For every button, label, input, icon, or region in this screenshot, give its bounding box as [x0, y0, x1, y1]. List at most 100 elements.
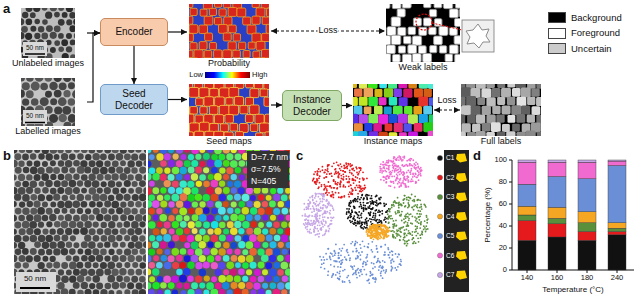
particle [521, 105, 530, 114]
scatter-dot [345, 175, 347, 177]
scatter-dot [407, 186, 409, 188]
scatter-dot [338, 165, 340, 167]
scatter-dot [328, 228, 330, 230]
particle [66, 242, 72, 248]
particle [289, 289, 290, 294]
particle [96, 282, 103, 289]
particle [218, 275, 226, 283]
particle [77, 166, 85, 174]
scatter-dot [388, 165, 390, 167]
scatter-dot [415, 181, 417, 183]
particle [61, 153, 68, 160]
particle [143, 174, 146, 180]
particle [96, 150, 102, 153]
particle [423, 53, 432, 62]
particle [403, 89, 412, 98]
particle [100, 249, 107, 256]
particle [262, 269, 268, 275]
particle [242, 235, 249, 242]
particle [250, 105, 260, 115]
particle [215, 255, 221, 261]
scatter-dot [325, 176, 327, 178]
scatter-dot [347, 163, 349, 165]
scatter-dot [393, 166, 395, 168]
particle [265, 207, 273, 215]
particle [84, 180, 91, 187]
particle [187, 276, 193, 282]
particle [184, 228, 190, 234]
scatter-dot [392, 166, 394, 168]
scatter-dot [401, 164, 403, 166]
particle [238, 255, 245, 262]
particle [285, 282, 290, 289]
particle [127, 228, 134, 235]
scatter-dot [303, 203, 305, 205]
scatter-dot [336, 161, 338, 163]
particle [77, 180, 83, 186]
particle [288, 221, 290, 228]
particle [486, 84, 495, 88]
particle [183, 268, 191, 276]
particle [72, 106, 75, 113]
particle [120, 282, 127, 289]
scatter-cluster [302, 193, 335, 238]
particle [527, 114, 535, 122]
particle [449, 9, 458, 18]
scatter-dot [309, 202, 311, 204]
scatter-dot [358, 217, 360, 219]
particle [45, 78, 52, 82]
particle [289, 180, 290, 186]
scatter-dot [385, 182, 387, 184]
particle [429, 114, 433, 123]
particle [230, 214, 238, 222]
particle [120, 202, 126, 208]
scatter-dot [315, 205, 317, 207]
particle [238, 214, 245, 221]
particle [14, 153, 15, 161]
particle [143, 254, 146, 262]
scatter-dot [421, 169, 423, 171]
particle [238, 228, 244, 234]
particle [45, 180, 53, 188]
scatter-dot [305, 227, 307, 229]
scatter-dot [365, 220, 367, 222]
particle [164, 153, 171, 160]
scatter-dot [308, 208, 310, 210]
particle [199, 214, 207, 222]
particle [467, 132, 476, 136]
particle [258, 276, 264, 282]
scatter-dot [342, 173, 344, 175]
particle [70, 235, 76, 241]
particle [223, 33, 231, 41]
scatter-dot [403, 178, 405, 180]
particle [289, 194, 290, 201]
particle [227, 195, 233, 201]
particle [19, 150, 25, 153]
particle [66, 270, 72, 276]
scatter-dot [348, 208, 350, 210]
particle [77, 221, 84, 228]
scatter-dot [379, 171, 381, 173]
particle [152, 268, 159, 275]
particle [200, 9, 207, 16]
inset-particle [466, 24, 490, 48]
particle [171, 276, 178, 283]
particle [38, 194, 45, 201]
scatter-dot [363, 187, 365, 189]
particle [408, 114, 418, 124]
particle [34, 255, 41, 262]
particle [88, 255, 95, 262]
particle [285, 269, 290, 276]
scatter-dot [322, 204, 324, 206]
particle [168, 215, 174, 221]
scatter-dot [363, 226, 365, 228]
particle [242, 207, 249, 214]
particle [69, 180, 77, 188]
particle [26, 150, 33, 153]
scatter-dot [406, 160, 408, 162]
particle [285, 201, 290, 208]
scatter-dot [319, 218, 321, 220]
particle [116, 181, 122, 187]
scatter-dot [349, 171, 351, 173]
particle [92, 194, 100, 202]
